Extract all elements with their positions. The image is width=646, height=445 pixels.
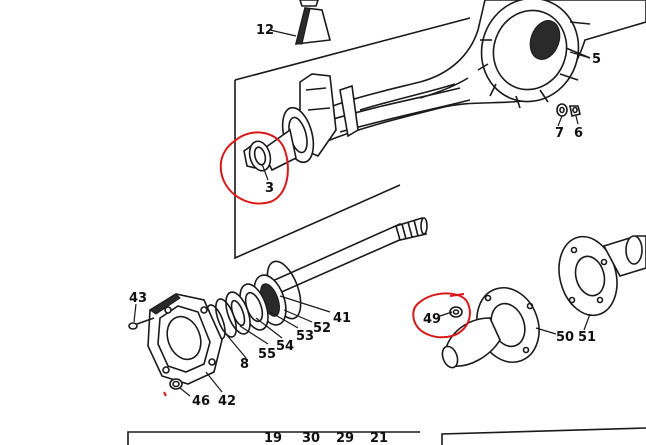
- callout-50: 50: [556, 330, 574, 345]
- axle-housing-panel: [234, 17, 471, 260]
- leader-lines: [133, 29, 591, 397]
- callout-3: 3: [265, 181, 274, 196]
- small-nut-part: [449, 306, 463, 318]
- plug-part: [169, 378, 183, 390]
- callout-53: 53: [296, 329, 314, 344]
- callout-12: 12: [256, 23, 274, 38]
- callout-54: 54: [276, 339, 294, 354]
- highlight-circle-part-3: [219, 131, 289, 205]
- callout-8: 8: [240, 357, 249, 372]
- callout-29: 29: [336, 431, 354, 445]
- highlight-circle-part-49: [412, 292, 471, 339]
- callout-7: 7: [555, 126, 564, 141]
- callout-6: 6: [574, 126, 583, 141]
- bearing-assembly: [206, 260, 302, 340]
- callout-5: 5: [592, 52, 601, 67]
- callout-52: 52: [313, 321, 331, 336]
- wedge-block-part: [294, 0, 332, 45]
- callout-43: 43: [129, 291, 147, 306]
- callout-19: 19: [264, 431, 282, 445]
- callout-49: 49: [423, 312, 441, 327]
- callout-21: 21: [370, 431, 388, 445]
- highlight-tick-mark: [163, 391, 167, 397]
- callout-55: 55: [258, 347, 276, 362]
- bearing-housing-part: [147, 293, 223, 385]
- callout-46: 46: [192, 394, 210, 409]
- highlight-marks: [163, 131, 471, 397]
- bolt-part: [128, 317, 155, 330]
- lower-panel-frame: [127, 427, 646, 445]
- panel-frame: [234, 80, 401, 260]
- callout-42: 42: [218, 394, 236, 409]
- callout-labels: 12 5 7 6 3 43 41 52 53 54 55 8 46 42 49 …: [129, 23, 601, 445]
- axle-housing: [260, 0, 646, 172]
- hub-part: [441, 287, 540, 369]
- panel-frame-top: [234, 17, 471, 81]
- callout-30: 30: [302, 431, 320, 445]
- drive-flange-part: [558, 235, 646, 317]
- callout-41: 41: [333, 311, 351, 326]
- nut-and-washer-parts: [556, 103, 581, 117]
- callout-51: 51: [578, 330, 596, 345]
